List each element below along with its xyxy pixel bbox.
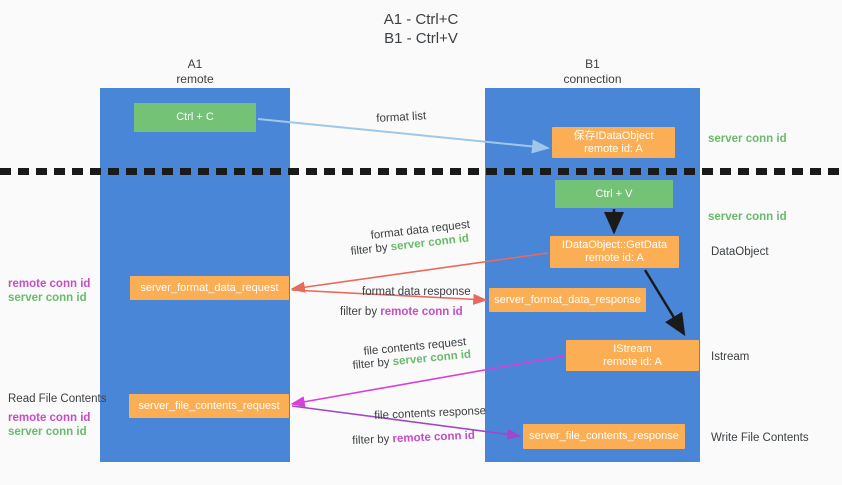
- box-ctrl-v[interactable]: Ctrl + V: [555, 180, 673, 208]
- box-server-format-data-response-label: server_format_data_response: [494, 293, 641, 306]
- filter-prefix: filter by: [340, 306, 381, 318]
- note-server-conn-id-left-top: server conn id: [8, 292, 87, 304]
- column-header-a1: A1 remote: [176, 57, 214, 86]
- box-save-idataobject[interactable]: 保存IDataObject remote id: A: [552, 127, 675, 158]
- filter-prefix: filter by: [352, 356, 394, 372]
- box-idataobject-getdata-line1: IDataObject::GetData: [561, 239, 668, 251]
- note-left-conn-ids-top: remote conn id server conn id: [8, 277, 90, 305]
- box-server-format-data-request-label: server_format_data_request: [140, 281, 279, 294]
- note-server-conn-id-top: server conn id: [708, 133, 787, 145]
- note-left-conn-ids-bottom: remote conn id server conn id: [8, 411, 90, 439]
- box-server-format-data-request[interactable]: server_format_data_request: [130, 276, 289, 300]
- box-idataobject-getdata-line2: remote id: A: [585, 252, 644, 264]
- box-istream-line1: IStream: [613, 342, 652, 355]
- note-remote-conn-id-bottom: remote conn id: [8, 412, 91, 424]
- box-server-file-contents-response-label: server_file_contents_response: [529, 430, 679, 442]
- box-ctrl-c[interactable]: Ctrl + C: [134, 103, 256, 132]
- note-remote-conn-id-top: remote conn id: [8, 278, 91, 290]
- note-write-file-contents: Write File Contents: [711, 432, 809, 444]
- label-file-contents-response-filter: filter by remote conn id: [352, 429, 475, 448]
- label-format-data-response: format data response: [362, 286, 471, 298]
- box-ctrl-v-label: Ctrl + V: [595, 187, 633, 200]
- box-ctrl-c-label: Ctrl + C: [176, 111, 214, 123]
- box-server-file-contents-response[interactable]: server_file_contents_response: [523, 424, 685, 449]
- dashed-divider: [0, 168, 842, 175]
- note-read-file-contents: Read File Contents: [8, 393, 107, 405]
- box-istream-line2: remote id: A: [603, 355, 662, 368]
- label-format-list: format list: [376, 110, 427, 125]
- filter-prefix: filter by: [352, 433, 393, 447]
- box-save-idataobject-line2: remote id: A: [584, 142, 643, 155]
- box-idataobject-getdata[interactable]: IDataObject::GetData remote id: A: [550, 236, 679, 268]
- filter-value-remote-conn-id: remote conn id: [392, 429, 476, 446]
- note-server-conn-id-second: server conn id: [708, 211, 787, 223]
- label-format-data-response-filter: filter by remote conn id: [340, 305, 463, 319]
- filter-value-remote-conn-id: remote conn id: [380, 306, 463, 318]
- box-server-file-contents-request-label: server_file_contents_request: [138, 399, 280, 412]
- box-istream[interactable]: IStream remote id: A: [566, 340, 699, 371]
- box-server-format-data-response[interactable]: server_format_data_response: [489, 288, 646, 312]
- column-header-b1: B1 connection: [563, 57, 622, 86]
- box-server-file-contents-request[interactable]: server_file_contents_request: [129, 394, 289, 418]
- page-title: A1 - Ctrl+C B1 - Ctrl+V: [383, 11, 459, 47]
- note-server-conn-id-left-bottom: server conn id: [8, 426, 87, 438]
- note-dataobject: DataObject: [711, 246, 769, 258]
- box-save-idataobject-line1: 保存IDataObject: [573, 129, 654, 142]
- filter-prefix: filter by: [350, 241, 392, 258]
- note-istream: Istream: [711, 351, 750, 363]
- label-file-contents-response: file contents response: [374, 405, 487, 422]
